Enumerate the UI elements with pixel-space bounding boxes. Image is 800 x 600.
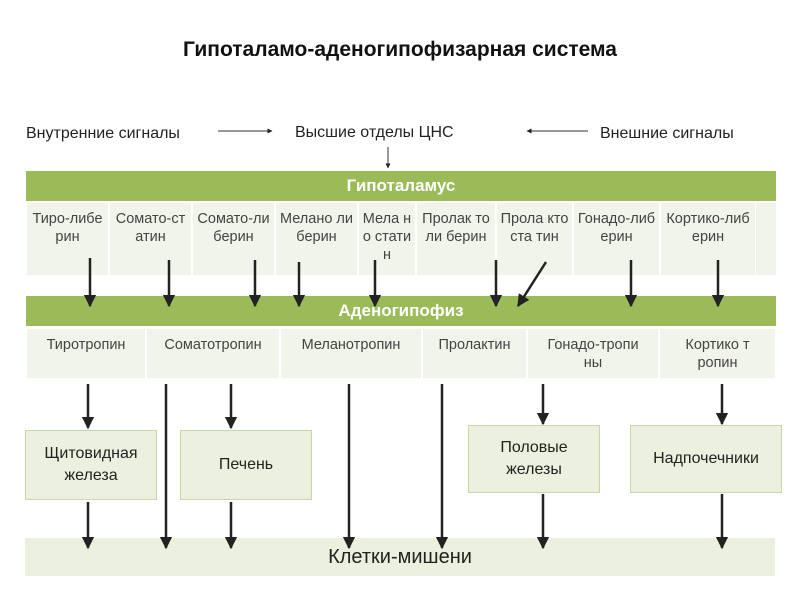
hypothalamus-hormones-row: Тиро-либерин Сомато-статин Сомато-либери… <box>26 203 776 275</box>
thyroid-box: Щитовидная железа <box>25 430 157 500</box>
hypo-hormone-1: Тиро-либерин <box>26 203 109 275</box>
adenohypophysis-hormones-row: Тиротропин Соматотропин Меланотропин Про… <box>26 329 776 378</box>
hypo-hormone-7: Прола ктоста тин <box>496 203 573 275</box>
adrenals-box: Надпочечники <box>630 425 782 493</box>
hypo-hormone-3: Сомато-либерин <box>192 203 275 275</box>
gonads-box: Половые железы <box>468 425 600 493</box>
target-cells-bar: Клетки-мишени <box>25 538 775 576</box>
hypo-hormone-9: Кортико-либерин <box>660 203 756 275</box>
page-title: Гипоталамо-аденогипофизарная система <box>182 38 617 61</box>
internal-signals-label: Внутренние сигналы <box>26 125 180 142</box>
adeno-hormone-6: Кортико тропин <box>659 329 776 378</box>
adeno-hormone-5: Гонадо-тропины <box>527 329 659 378</box>
adeno-hormone-2: Соматотропин <box>146 329 280 378</box>
hypo-hormone-2: Сомато-статин <box>109 203 192 275</box>
cns-label: Высшие отделы ЦНС <box>295 124 454 141</box>
hypo-hormone-5: Мела но статин <box>358 203 416 275</box>
external-signals-label: Внешние сигналы <box>600 125 734 142</box>
hypo-hormone-6: Пролак толи берин <box>416 203 496 275</box>
hypothalamus-bar: Гипоталамус <box>26 171 776 201</box>
adeno-hormone-1: Тиротропин <box>26 329 146 378</box>
hypo-hormone-4: Мелано либерин <box>275 203 358 275</box>
adenohypophysis-bar: Аденогипофиз <box>26 296 776 326</box>
liver-box: Печень <box>180 430 312 500</box>
adeno-hormone-4: Пролактин <box>422 329 527 378</box>
hypo-hormone-8: Гонадо-либерин <box>573 203 660 275</box>
adeno-hormone-3: Меланотропин <box>280 329 422 378</box>
